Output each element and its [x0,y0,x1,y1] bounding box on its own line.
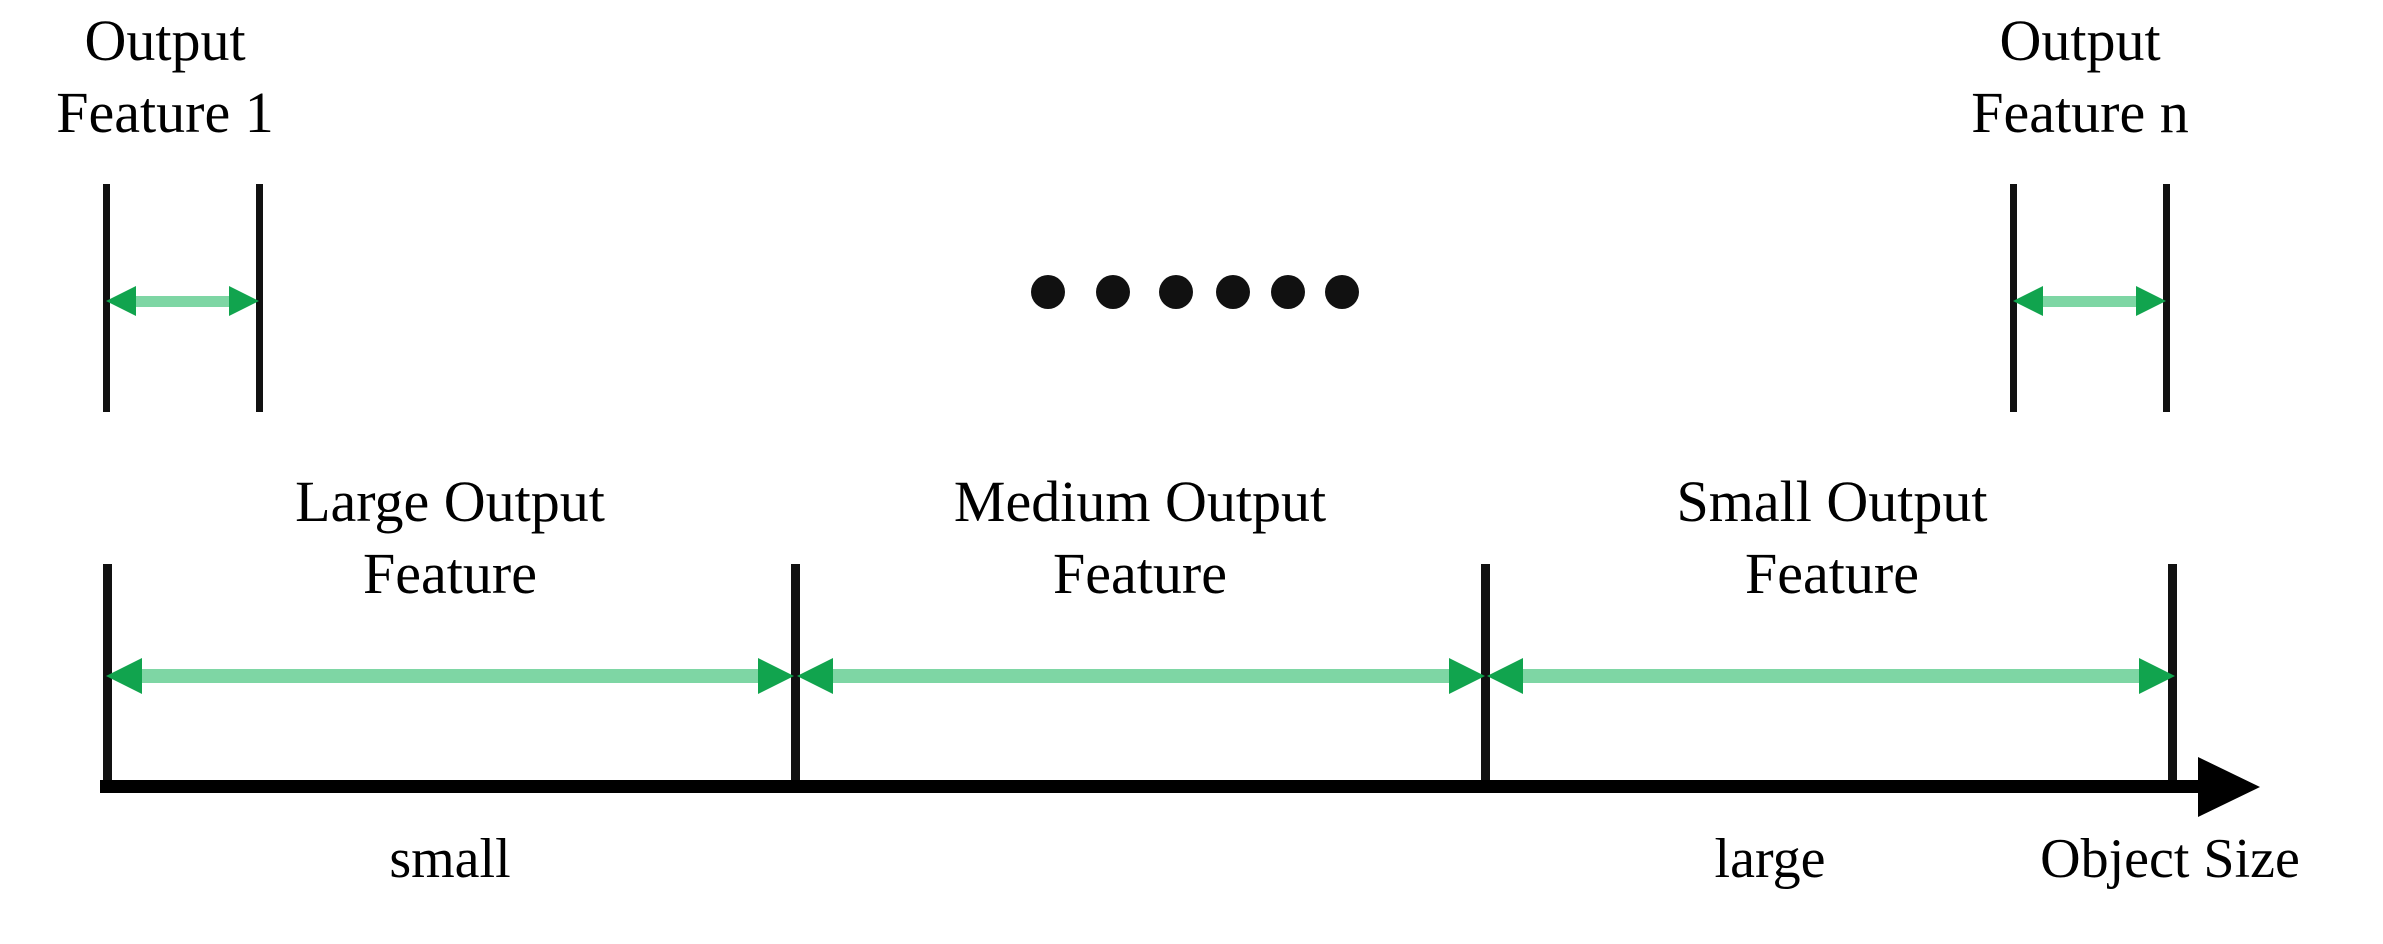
object-size-axis-arrowhead-icon [2198,757,2260,817]
output-feature-1-tick-right [256,184,263,412]
output-feature-1-label-line1: Output [84,8,246,73]
output-feature-n-tick-right [2163,184,2170,412]
axis-max-label: large [1714,828,1826,890]
arrow-shaft [128,669,772,683]
arrow-shaft [819,669,1463,683]
arrow-head-right-icon [1449,658,1485,694]
arrow-head-left-icon [1487,658,1523,694]
large-output-feature-label-line2: Feature [363,541,537,606]
output-feature-1-label: Output Feature 1 [0,5,370,149]
medium-output-feature-label-line2: Feature [1053,541,1227,606]
large-output-feature-label: Large Output Feature [110,466,790,610]
large-output-feature-measure-arrow [106,655,794,697]
small-output-feature-label: Small Output Feature [1487,466,2177,610]
large-output-feature-label-line1: Large Output [295,469,605,534]
small-output-feature-measure-arrow [1487,655,2175,697]
output-feature-n-label-line1: Output [1999,8,2161,73]
output-feature-n-label-line2: Feature n [1971,80,2189,145]
axis-tick-divider-2 [1481,564,1490,786]
arrow-head-right-icon [2136,286,2166,316]
medium-output-feature-label-line1: Medium Output [953,469,1327,534]
arrow-head-right-icon [229,286,259,316]
small-output-feature-label-line1: Small Output [1676,469,1988,534]
output-feature-n-label: Output Feature n [1875,5,2285,149]
medium-output-feature-measure-arrow [797,655,1485,697]
arrow-head-right-icon [758,658,794,694]
arrow-head-left-icon [106,658,142,694]
arrow-head-left-icon [106,286,136,316]
arrow-shaft [1509,669,2153,683]
arrow-head-left-icon [2013,286,2043,316]
arrow-head-left-icon [797,658,833,694]
axis-tick-divider-1 [791,564,800,786]
output-feature-1-measure-arrow [106,281,259,321]
ellipsis-dots-icon [1031,275,1359,309]
axis-title: Object Size [2040,828,2300,890]
axis-min-label: small [389,828,511,890]
small-output-feature-label-line2: Feature [1745,541,1919,606]
object-size-axis-line [100,780,2207,793]
arrow-shaft [124,296,241,307]
arrow-shaft [2031,296,2148,307]
output-feature-1-label-line2: Feature 1 [56,80,274,145]
medium-output-feature-label: Medium Output Feature [795,466,1485,610]
output-feature-n-measure-arrow [2013,281,2166,321]
arrow-head-right-icon [2139,658,2175,694]
